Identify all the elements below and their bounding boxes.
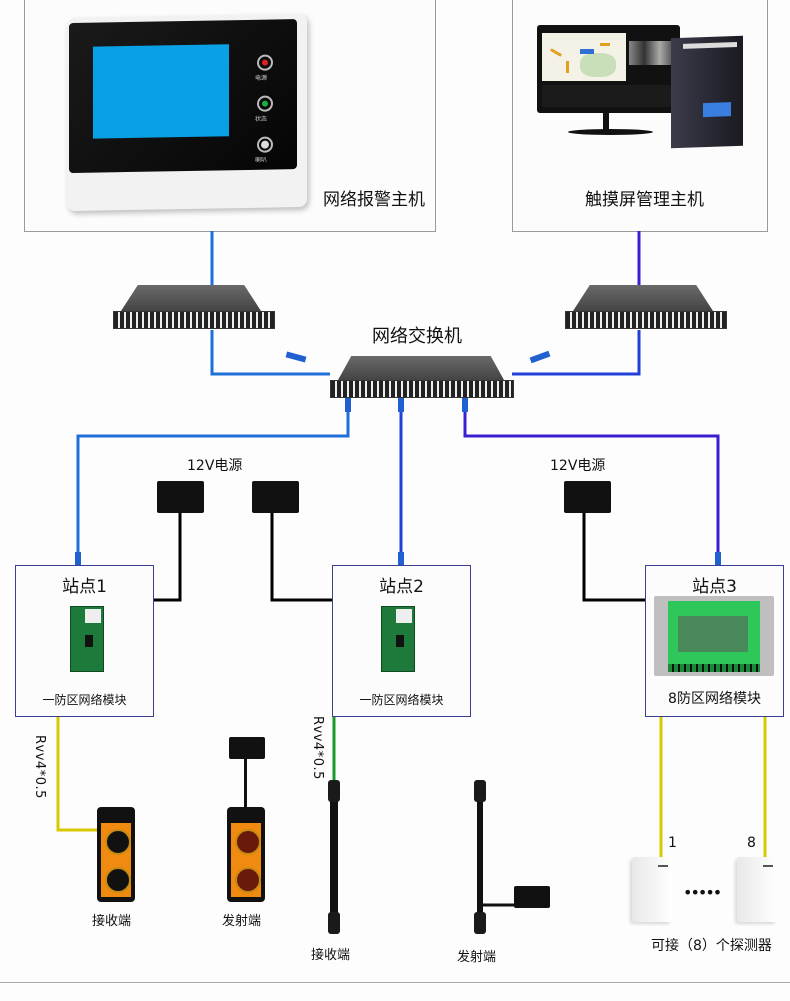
detector-ellipsis: •••••: [683, 883, 722, 902]
wire-core-to-station3: [463, 400, 720, 565]
monitor-map: [542, 33, 626, 81]
monitor-stand: [603, 113, 609, 131]
beam-transmitter-icon: [227, 807, 265, 902]
station-3-title: 站点3: [692, 577, 737, 597]
beam1-rx-label: 接收端: [92, 914, 132, 929]
power-adapter-icon-3: [564, 481, 611, 513]
wire-left-switch-to-core: [210, 330, 330, 376]
station-2-module: 一防区网络模块: [359, 693, 444, 707]
beam-receiver-icon: [97, 807, 135, 902]
network-switch-label: 网络交换机: [372, 326, 462, 347]
station-2: 站点2 一防区网络模块: [332, 565, 471, 717]
alarm-host-label: 网络报警主机: [323, 190, 425, 210]
power-adapter-icon-4: [229, 737, 265, 759]
detectors-caption: 可接（8）个探测器: [651, 938, 772, 954]
single-zone-module-icon: [381, 606, 415, 672]
detector-icon-8: [737, 857, 777, 922]
detector-number-8: 8: [747, 835, 756, 851]
detector-icon-1: [632, 857, 672, 922]
beam-pole-tx: [477, 780, 483, 932]
beam-pole-rx: [330, 780, 338, 932]
rj45-plug-icons: [75, 350, 721, 566]
station-2-title: 站点2: [379, 577, 424, 597]
station-1: 站点1 一防区网络模块: [15, 565, 154, 717]
cable-station1-to-receiver: [56, 716, 98, 832]
monitor-icon: [537, 25, 680, 113]
wire-right-switch-to-core: [512, 330, 641, 376]
single-zone-module-icon: [70, 606, 104, 672]
cable-label-middle: Rvv4*0.5: [310, 716, 325, 780]
power-adapter-icon-2: [252, 481, 299, 513]
station-3: 站点3 8防区网络模块: [645, 565, 784, 717]
station-1-module: 一防区网络模块: [42, 693, 127, 707]
core-network-switch: [330, 356, 514, 400]
station-1-title: 站点1: [62, 577, 107, 597]
beam1-tx-label: 发射端: [222, 914, 262, 929]
right-access-switch: [565, 285, 727, 330]
touch-host-label: 触摸屏管理主机: [585, 190, 704, 210]
power-wire-station2: [270, 512, 332, 602]
power-wire-station1: [153, 512, 182, 602]
beam2-tx-label: 发射端: [457, 950, 497, 965]
monitor-base: [568, 129, 653, 135]
monitor-video: [629, 41, 675, 65]
cable-label-left: Rvv4*0.5: [32, 735, 47, 799]
touch-host-panel: 触摸屏管理主机: [512, 0, 768, 232]
power-wire-station3: [582, 512, 645, 602]
left-access-switch: [113, 285, 275, 330]
power-label-left: 12V电源: [187, 458, 243, 474]
eight-zone-module-icon: [654, 596, 774, 676]
bottom-divider: [0, 982, 790, 983]
power-adapter-icon-5: [514, 886, 550, 908]
detector-number-1: 1: [668, 835, 677, 851]
station-3-module: 8防区网络模块: [668, 691, 761, 707]
power-label-right: 12V电源: [550, 458, 606, 474]
power-adapter-icon-1: [157, 481, 204, 513]
beam2-rx-label: 接收端: [311, 948, 351, 963]
alarm-host-panel: 电源 状态 喇叭 网络报警主机: [24, 0, 436, 232]
wire-core-to-station1: [76, 400, 350, 565]
